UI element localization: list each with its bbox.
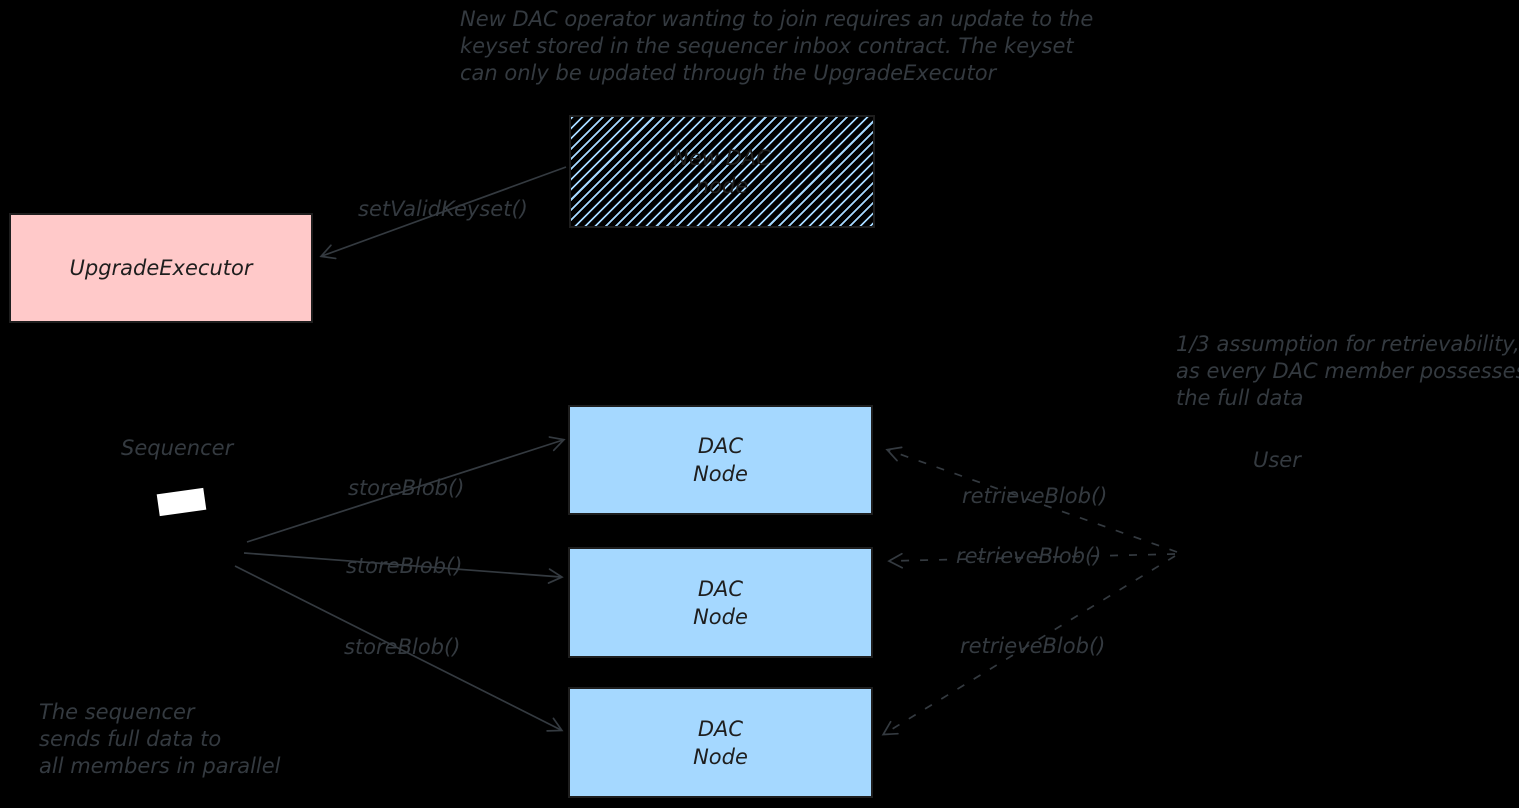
- top-note-line: can only be updated through the UpgradeE…: [460, 61, 997, 85]
- sequencer-note-line: The sequencer: [39, 700, 195, 724]
- top-note-line: keyset stored in the sequencer inbox con…: [460, 34, 1074, 58]
- top-note: New DAC operator wanting to join require…: [460, 6, 1093, 87]
- store-blob-arrow-3: [234, 565, 564, 732]
- dac-node-label: Node: [693, 744, 748, 769]
- store-blob-arrow-1: [246, 436, 566, 543]
- top-note-line: New DAC operator wanting to join require…: [460, 7, 1094, 31]
- assumption-note-line: as every DAC member possesses: [1176, 359, 1519, 383]
- sequencer-note: The sequencer sends full data to all mem…: [39, 699, 281, 780]
- store-blob-label-1: storeBlob(): [348, 476, 465, 500]
- retrieve-blob-arrow-1: [885, 446, 1178, 553]
- dac-node-label: DAC: [697, 434, 744, 458]
- store-blob-label-2: storeBlob(): [346, 554, 463, 578]
- dac-node-label: Node: [693, 462, 748, 486]
- set-valid-keyset-label: setValidKeyset(): [358, 197, 528, 221]
- dac-node-label: Node: [693, 604, 748, 629]
- store-blob-arrow-2: [243, 552, 564, 584]
- dac-node-label: DAC: [697, 716, 744, 741]
- dac-node-box-3: DAC Node: [568, 687, 873, 798]
- user-label: User: [1253, 448, 1301, 472]
- retrieve-blob-label-2: retrieveBlob(): [956, 544, 1102, 568]
- dac-node-box-1: DAC Node: [568, 405, 873, 515]
- upgrade-executor-label: UpgradeExecutor: [69, 256, 253, 280]
- set-valid-keyset-arrow: [319, 166, 567, 260]
- dac-node-label: DAC: [697, 576, 744, 601]
- sequencer-note-line: sends full data to: [39, 727, 222, 751]
- assumption-note-line: 1/3 assumption for retrievability,: [1176, 332, 1519, 356]
- store-blob-label-3: storeBlob(): [344, 635, 461, 659]
- sequencer-note-line: all members in parallel: [39, 754, 281, 778]
- retrieve-blob-label-1: retrieveBlob(): [962, 484, 1108, 508]
- dac-node-box-2: DAC Node: [568, 547, 873, 658]
- new-dac-node-label: node: [695, 173, 749, 198]
- assumption-note-line: the full data: [1176, 386, 1304, 410]
- upgrade-executor-box: UpgradeExecutor: [9, 213, 313, 323]
- sequencer-label: Sequencer: [121, 436, 234, 460]
- new-dac-node-label: New DAC: [673, 145, 771, 170]
- retrieve-blob-label-3: retrieveBlob(): [960, 634, 1106, 658]
- new-dac-node-box: New DAC node: [569, 115, 875, 228]
- assumption-note: 1/3 assumption for retrievability, as ev…: [1176, 331, 1519, 412]
